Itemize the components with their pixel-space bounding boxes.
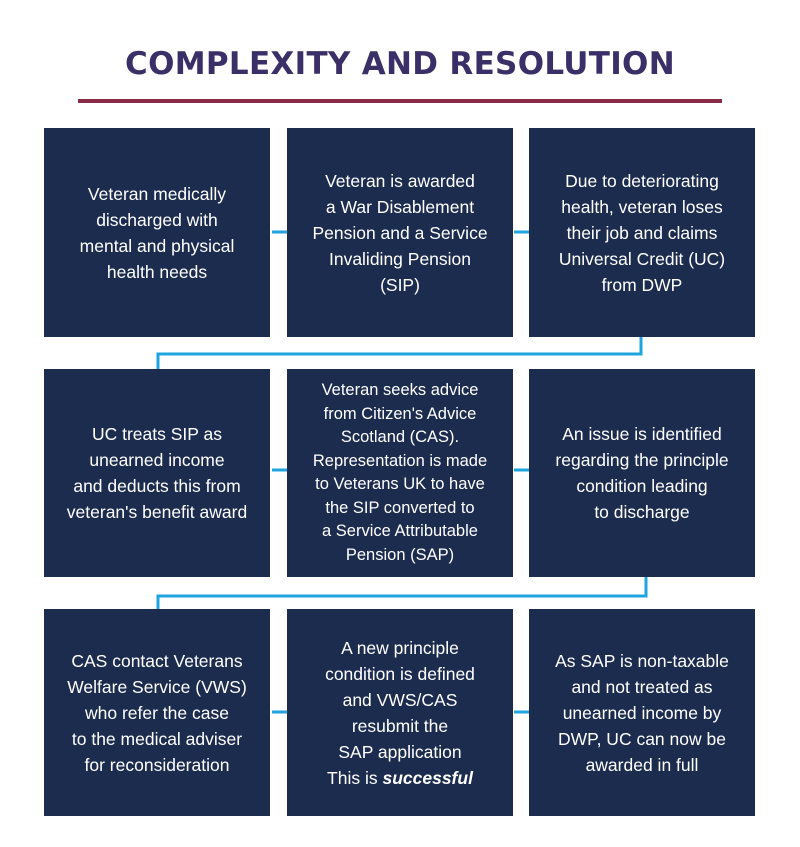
outcome-prefix: This is — [327, 767, 383, 788]
step-text-9: As SAP is non-taxable and not treated as… — [555, 650, 729, 775]
title-underline — [78, 99, 722, 103]
page-title: COMPLEXITY AND RESOLUTION — [125, 46, 675, 82]
step-box-8: A new principle condition is defined and… — [287, 609, 513, 816]
step-box-1: Veteran medically discharged with mental… — [44, 128, 270, 337]
step-box-4: UC treats SIP as unearned income and ded… — [44, 369, 270, 577]
step-text-1: Veteran medically discharged with mental… — [79, 183, 235, 282]
step-text-2: Veteran is awarded a War Disablement Pen… — [312, 170, 488, 295]
step-text-3: Due to deteriorating health, veteran los… — [558, 170, 726, 295]
step-box-9: As SAP is non-taxable and not treated as… — [529, 609, 755, 816]
arrow-6-to-7 — [156, 577, 648, 612]
step-text-7: CAS contact Veterans Welfare Service (VW… — [67, 650, 247, 775]
step-text-8: A new principle condition is defined and… — [325, 637, 475, 762]
step-box-3: Due to deteriorating health, veteran los… — [529, 128, 755, 337]
step-box-7: CAS contact Veterans Welfare Service (VW… — [44, 609, 270, 816]
arrow-3-to-4 — [156, 337, 643, 370]
step-outcome-8: This is successful — [325, 765, 475, 791]
step-content-8: A new principle condition is defined and… — [325, 635, 475, 791]
step-text-4: UC treats SIP as unearned income and ded… — [66, 424, 248, 522]
step-box-5: Veteran seeks advice from Citizen's Advi… — [287, 369, 513, 577]
step-text-5: Veteran seeks advice from Citizen's Advi… — [312, 381, 488, 564]
step-text-6: An issue is identified regarding the pri… — [555, 424, 729, 522]
outcome-emphasis: successful — [382, 767, 473, 788]
step-box-2: Veteran is awarded a War Disablement Pen… — [287, 128, 513, 337]
step-box-6: An issue is identified regarding the pri… — [529, 369, 755, 577]
